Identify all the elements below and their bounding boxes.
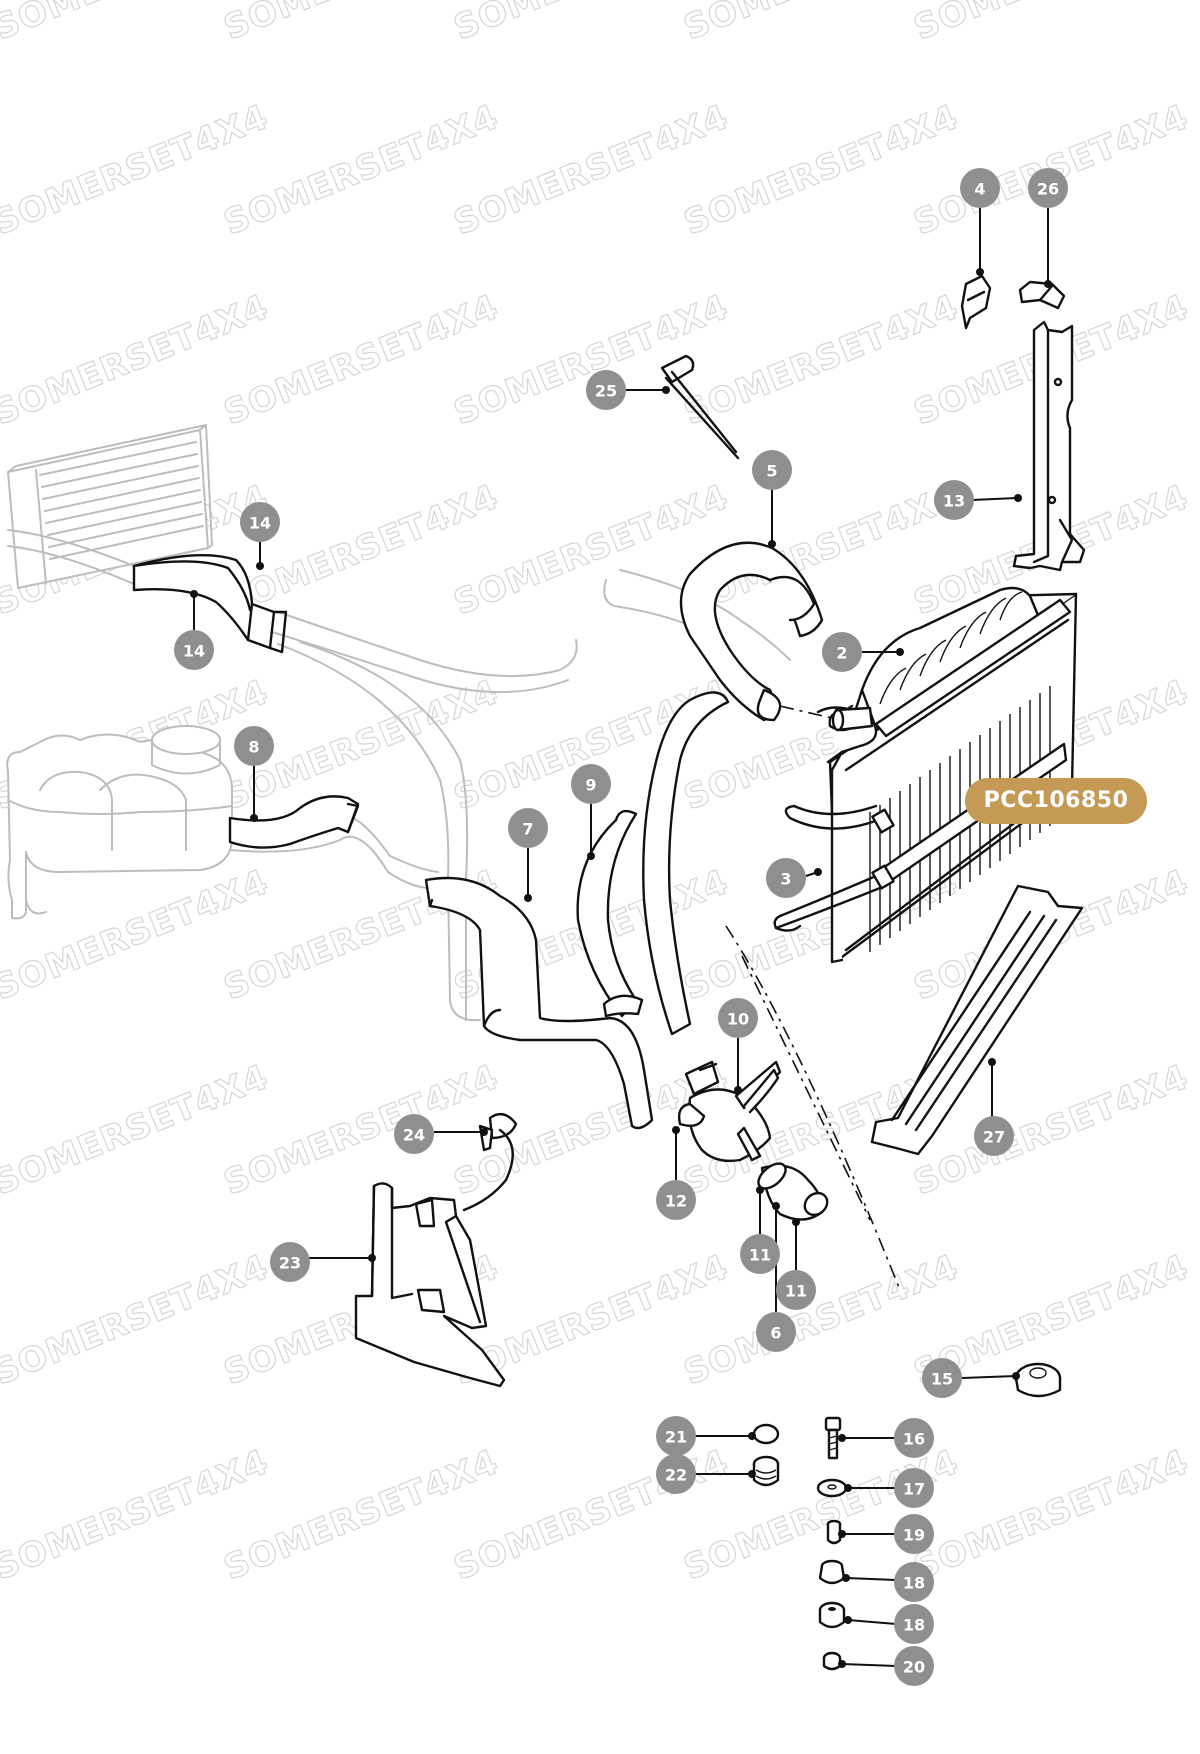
callout-label: 22 xyxy=(665,1466,687,1485)
callout-18[interactable]: 18 xyxy=(894,1604,934,1644)
spacer-sleeve[interactable] xyxy=(826,1519,842,1545)
expansion-tank-hose[interactable] xyxy=(228,795,360,849)
callout-15[interactable]: 15 xyxy=(922,1358,962,1398)
callout-16[interactable]: 16 xyxy=(894,1418,934,1458)
hose-clip-rod[interactable] xyxy=(660,354,740,460)
callout-label: 11 xyxy=(749,1246,771,1265)
watermark-text: SOMERSET4X4 xyxy=(908,0,1194,48)
callout-label: 3 xyxy=(780,870,791,889)
callout-label: 13 xyxy=(943,492,965,511)
callout-label: 7 xyxy=(522,820,533,839)
callout-24[interactable]: 24 xyxy=(394,1114,434,1154)
callout-label: 26 xyxy=(1037,180,1059,199)
callout-22[interactable]: 22 xyxy=(656,1454,696,1494)
rubber-bush[interactable] xyxy=(818,1601,846,1629)
radiator-outlet-pipe[interactable] xyxy=(779,705,874,732)
rubber-bush[interactable] xyxy=(818,1559,846,1585)
callout-label: 6 xyxy=(770,1324,781,1343)
drain-plug[interactable] xyxy=(752,1455,780,1487)
callout-label: 16 xyxy=(903,1430,925,1449)
radiator-side-bracket[interactable] xyxy=(1012,320,1086,572)
lower-radiator-cowl[interactable] xyxy=(870,884,1084,1156)
radiator-top-hose[interactable] xyxy=(679,541,824,722)
callout-label: 14 xyxy=(249,514,271,533)
thermostat-housing[interactable] xyxy=(677,1060,782,1163)
callout-13[interactable]: 13 xyxy=(934,480,974,520)
callout-label: 17 xyxy=(903,1480,925,1499)
callout-20[interactable]: 20 xyxy=(894,1646,934,1686)
callout-7[interactable]: 7 xyxy=(508,808,548,848)
part-code-badge[interactable]: PCC106850 xyxy=(965,778,1147,824)
washer[interactable] xyxy=(816,1478,848,1498)
callout-label: 18 xyxy=(903,1616,925,1635)
callout-label: 15 xyxy=(931,1370,953,1389)
thermostat-feed-hose[interactable] xyxy=(642,691,730,1036)
callout-label: 12 xyxy=(665,1192,687,1211)
callout-label: 23 xyxy=(279,1254,301,1273)
radiator-bleed-pipes[interactable] xyxy=(773,804,895,932)
callout-label: 27 xyxy=(983,1128,1005,1147)
callout-11[interactable]: 11 xyxy=(776,1270,816,1310)
retaining-clip[interactable] xyxy=(1018,280,1066,310)
callout-4[interactable]: 4 xyxy=(960,168,1000,208)
callout-label: 25 xyxy=(595,382,617,401)
callout-label: 21 xyxy=(665,1428,687,1447)
callout-17[interactable]: 17 xyxy=(894,1468,934,1508)
callout-label: 8 xyxy=(248,738,259,757)
callout-3[interactable]: 3 xyxy=(766,858,806,898)
callout-8[interactable]: 8 xyxy=(234,726,274,766)
callout-12[interactable]: 12 xyxy=(656,1180,696,1220)
callout-label: 2 xyxy=(836,644,847,663)
callout-label: 5 xyxy=(766,462,777,481)
install-guide-line xyxy=(741,955,871,1221)
callout-14[interactable]: 14 xyxy=(174,630,214,670)
callout-label: 9 xyxy=(585,776,596,795)
callout-label: 24 xyxy=(403,1126,425,1145)
callout-label: 20 xyxy=(903,1658,925,1677)
callout-18[interactable]: 18 xyxy=(894,1562,934,1602)
callout-25[interactable]: 25 xyxy=(586,370,626,410)
callout-label: 10 xyxy=(727,1010,749,1029)
callout-14[interactable]: 14 xyxy=(240,502,280,542)
callout-11[interactable]: 11 xyxy=(740,1234,780,1274)
callout-26[interactable]: 26 xyxy=(1028,168,1068,208)
bottom-hose[interactable] xyxy=(576,809,644,1018)
callout-9[interactable]: 9 xyxy=(571,764,611,804)
callout-label: 19 xyxy=(903,1526,925,1545)
callout-label: 4 xyxy=(974,180,985,199)
callout-2[interactable]: 2 xyxy=(822,632,862,672)
air-deflector-panel[interactable] xyxy=(354,1182,506,1388)
expansion-tank-ghost xyxy=(6,725,233,920)
callout-10[interactable]: 10 xyxy=(718,998,758,1038)
callout-21[interactable]: 21 xyxy=(656,1416,696,1456)
rubber-mount[interactable] xyxy=(1014,1362,1062,1398)
callouts: 4 26 25 5 13 14 14 2 8 9 7 3 10 27 24 12… xyxy=(174,168,1068,1686)
radiator-top-tank xyxy=(860,586,1042,730)
install-guide-line xyxy=(725,925,901,1291)
callout-19[interactable]: 19 xyxy=(894,1514,934,1554)
nut[interactable] xyxy=(822,1651,842,1671)
thermostat-outlet-pipe[interactable] xyxy=(754,1159,832,1221)
callout-label: 11 xyxy=(785,1282,807,1301)
callout-6[interactable]: 6 xyxy=(756,1312,796,1352)
callout-23[interactable]: 23 xyxy=(270,1242,310,1282)
callout-5[interactable]: 5 xyxy=(752,450,792,490)
bypass-hose[interactable] xyxy=(424,876,654,1130)
heater-core-ghost xyxy=(7,424,213,589)
callout-label: 18 xyxy=(903,1574,925,1593)
callout-27[interactable]: 27 xyxy=(974,1116,1014,1156)
callout-label: 14 xyxy=(183,642,205,661)
bracket-clip[interactable] xyxy=(960,274,992,330)
o-ring[interactable] xyxy=(752,1423,780,1445)
mounting-bolt[interactable] xyxy=(824,1416,842,1460)
